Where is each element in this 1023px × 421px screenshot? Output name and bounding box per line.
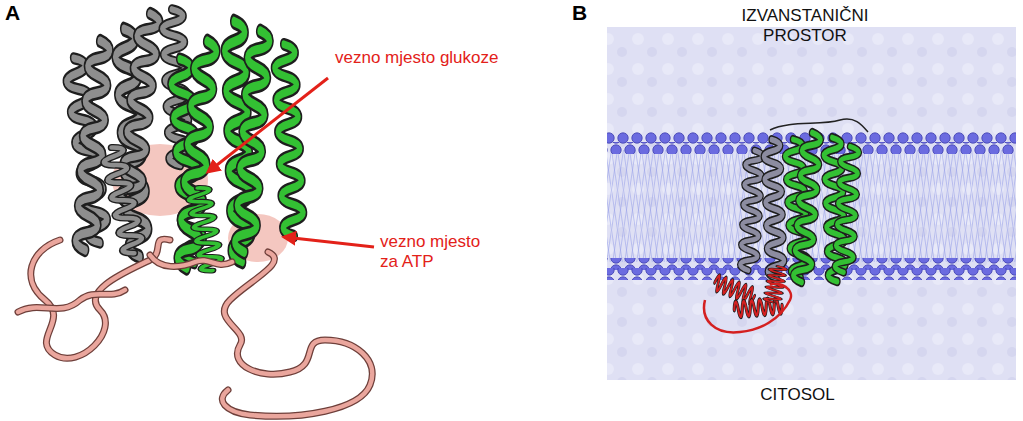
helix bbox=[234, 30, 270, 253]
grey-helices bbox=[63, 9, 190, 258]
helix bbox=[75, 40, 111, 251]
panel-letter: B bbox=[572, 0, 587, 25]
helix bbox=[734, 298, 783, 317]
leader-arrow bbox=[284, 237, 374, 247]
annotation: vezno mjesto glukoze bbox=[335, 48, 498, 68]
loop bbox=[770, 119, 868, 132]
helix bbox=[835, 146, 859, 273]
leader-arrows bbox=[208, 78, 374, 247]
green-helices bbox=[169, 21, 304, 272]
red-domain bbox=[704, 265, 791, 332]
helix bbox=[101, 145, 144, 255]
leader-arrow bbox=[208, 78, 328, 172]
annotation: vezno mjesto za ATP bbox=[380, 232, 498, 273]
helix bbox=[793, 132, 821, 283]
region-label: CITOSOL bbox=[755, 385, 840, 405]
water-box bbox=[607, 27, 1016, 380]
helix bbox=[119, 12, 160, 205]
pink-loops bbox=[18, 239, 372, 416]
helix bbox=[740, 150, 763, 271]
panel-letter: A bbox=[5, 0, 20, 25]
membrane-grey-helices bbox=[740, 139, 785, 278]
helix bbox=[273, 44, 304, 237]
coil bbox=[704, 284, 791, 333]
helix bbox=[763, 139, 785, 278]
membrane-green-helices bbox=[784, 132, 859, 283]
region-label: IZVANSTANIČNI PROSTOR bbox=[725, 6, 885, 47]
